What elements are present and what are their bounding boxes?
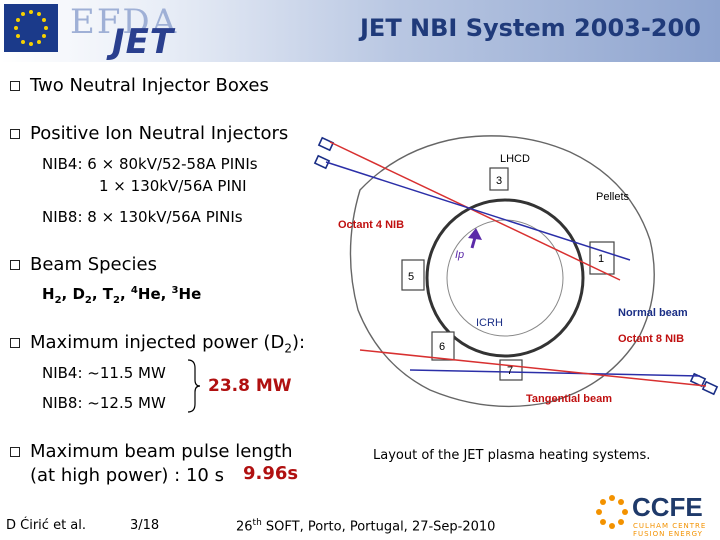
octant4-label: Octant 4 NIB <box>338 219 404 231</box>
eu-flag-logo <box>4 4 58 52</box>
ccfe-logo-subtext: CULHAM CENTRE FUSION ENERGY <box>633 522 707 538</box>
bullet-max-power: Maximum injected power (D2): <box>30 332 306 356</box>
bullet-marker <box>10 447 20 457</box>
pellets-label: Pellets <box>596 191 630 203</box>
slide-title: JET NBI System 2003-200 <box>360 14 701 42</box>
octant-6-number: 6 <box>439 341 445 353</box>
pulse-length-value: 9.96s <box>243 463 299 484</box>
nib8-config-line: NIB8: 8 × 130kV/56A PINIs <box>42 208 243 226</box>
lhcd-label: LHCD <box>500 153 530 165</box>
tangential-beam-label: Tangential beam <box>526 393 612 405</box>
ip-label: Ip <box>455 249 464 261</box>
bullet-marker <box>10 81 20 91</box>
brace-icon <box>187 359 201 413</box>
bullet-marker <box>10 260 20 270</box>
octant-1-number: 1 <box>598 253 604 265</box>
diagram-caption: Layout of the JET plasma heating systems… <box>373 448 651 463</box>
bullet-marker <box>10 129 20 139</box>
octant-7-number: 7 <box>507 365 513 377</box>
bullet-pini: Positive Ion Neutral Injectors <box>30 123 289 144</box>
footer-page: 3/18 <box>130 518 160 533</box>
octant-5-number: 5 <box>408 271 414 283</box>
bullet-pulse-length-line2: (at high power) : 10 s <box>30 465 224 486</box>
bullet-pulse-length-line1: Maximum beam pulse length <box>30 441 293 462</box>
icrh-label: ICRH <box>476 317 503 329</box>
nib8-power: NIB8: ~12.5 MW <box>42 394 166 412</box>
efda-logo-text: EFDA <box>70 2 179 42</box>
bullet-marker <box>10 338 20 348</box>
header-banner: EFDA JET JET NBI System 2003-200 <box>0 0 720 62</box>
nib4-power: NIB4: ~11.5 MW <box>42 364 166 382</box>
nib4-config-line2: 1 × 130kV/56A PINI <box>99 177 247 195</box>
jet-logo-text: JET <box>112 22 175 62</box>
ccfe-logo-icon <box>596 495 628 529</box>
normal-beam-label: Normal beam <box>618 307 688 319</box>
beam-species-list: H2, D2, T2, 4He, 3He <box>42 285 202 306</box>
octant8-label: Octant 8 NIB <box>618 333 684 345</box>
nib4-config-line1: NIB4: 6 × 80kV/52-58A PINIs <box>42 155 258 173</box>
jet-heating-diagram: LHCD Pellets Octant 4 NIB Normal beam Oc… <box>300 120 720 424</box>
bullet-two-boxes: Two Neutral Injector Boxes <box>30 75 269 96</box>
total-power: 23.8 MW <box>208 376 292 396</box>
footer-conference: 26th SOFT, Porto, Portugal, 27-Sep-2010 <box>236 518 496 535</box>
ccfe-logo-text: CCFE <box>632 492 703 522</box>
footer-author: D Ćirić et al. <box>6 518 87 533</box>
bullet-beam-species: Beam Species <box>30 254 157 275</box>
octant-3-number: 3 <box>496 175 502 187</box>
